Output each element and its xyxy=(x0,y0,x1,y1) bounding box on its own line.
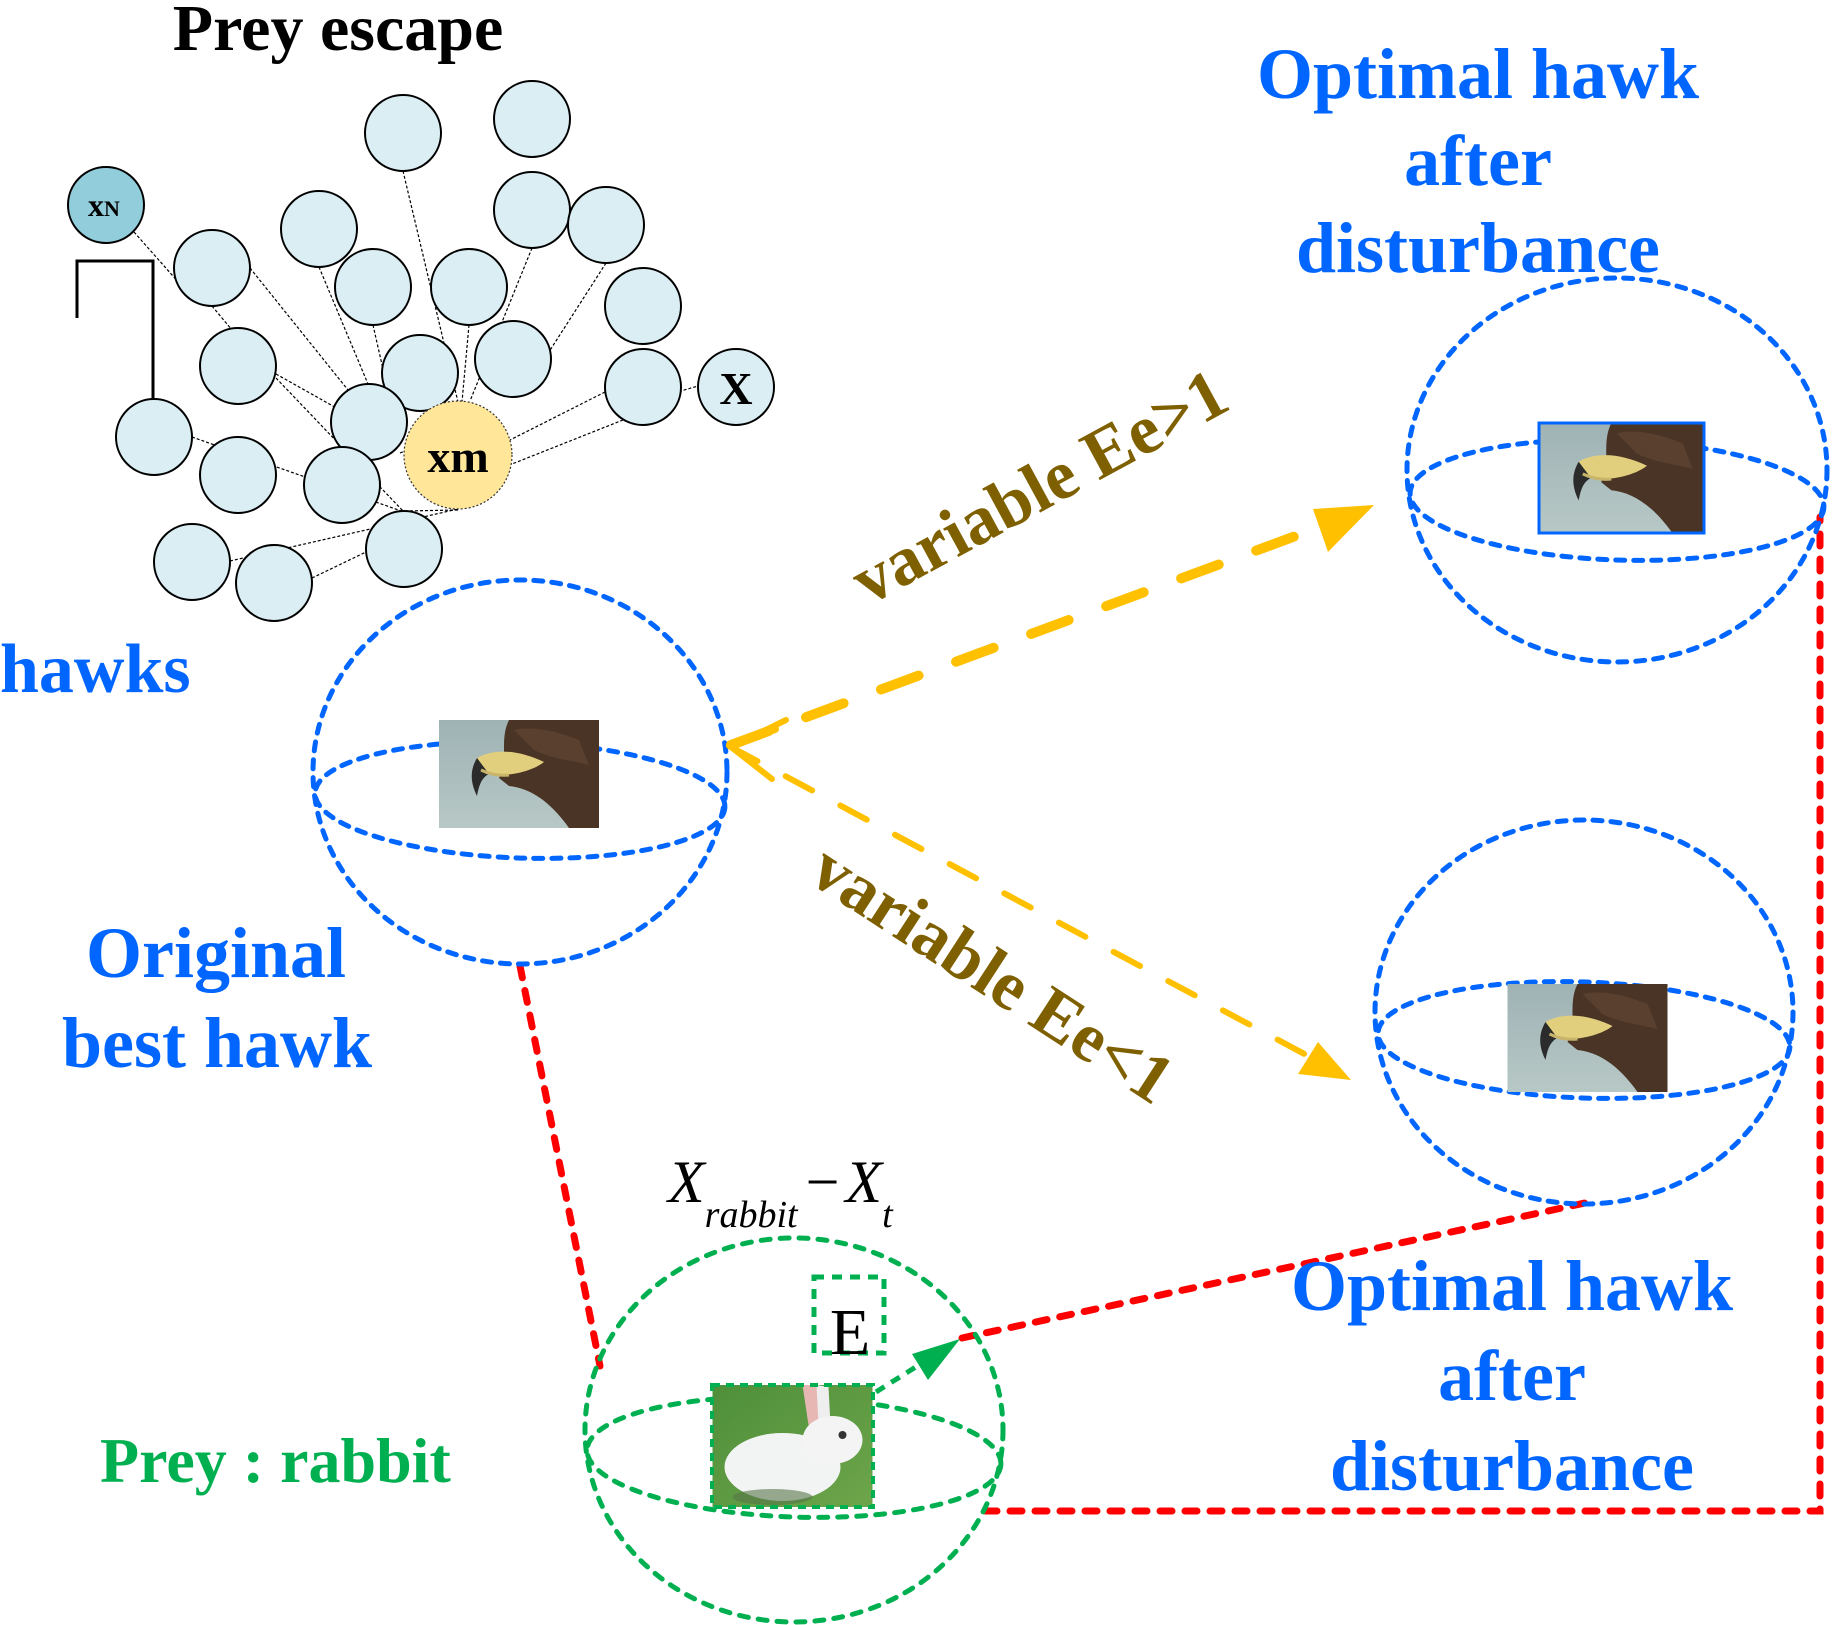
hawk-node xyxy=(365,510,443,588)
optimal-hawk-top-sphere xyxy=(1404,275,1830,665)
distance-formula: Xrabbit−Xt xyxy=(666,1149,894,1236)
bracket-connector xyxy=(75,259,155,399)
escape-arrowhead-icon xyxy=(912,1339,960,1380)
hawk-node xyxy=(567,186,645,264)
sphere-outline xyxy=(310,577,730,967)
hawk-image-frame xyxy=(1537,421,1706,535)
arrow-shaft xyxy=(728,744,1313,1060)
optimal-hawk-top-label: Optimal hawk after disturbance xyxy=(1257,34,1699,288)
label-line3: disturbance xyxy=(1330,1426,1694,1506)
energy-box xyxy=(811,1274,887,1356)
random-hawk-label: xN xyxy=(88,187,120,223)
rabbit-image xyxy=(712,1385,873,1507)
prey-label: Prey : rabbit xyxy=(100,1425,451,1496)
original-hawk-sphere xyxy=(310,577,730,967)
edge xyxy=(229,508,459,562)
rabbit-image-frame xyxy=(710,1383,875,1509)
label-line3: disturbance xyxy=(1296,208,1660,288)
edge xyxy=(311,551,367,579)
sphere-outline xyxy=(1372,817,1796,1207)
arrowhead-icon xyxy=(1298,1042,1351,1080)
edge xyxy=(211,305,233,331)
hawk-node xyxy=(280,190,358,268)
link-original-to-prey xyxy=(516,962,604,1370)
link-prey-to-optimal-bottom xyxy=(958,1199,1589,1342)
formula-subscript: t xyxy=(882,1194,894,1236)
hawk-node xyxy=(474,320,552,398)
label-line2: after xyxy=(1438,1336,1586,1416)
hawk-image xyxy=(438,720,600,828)
hawk-node xyxy=(173,229,251,307)
hawk-node xyxy=(364,94,442,172)
hawks-label: hawks xyxy=(0,631,191,708)
random-hawk-label-sub: N xyxy=(104,196,120,221)
hawk-node xyxy=(493,171,571,249)
prey-sphere: E xyxy=(582,1235,1006,1625)
edge xyxy=(372,324,391,401)
hawk-node xyxy=(430,248,508,326)
edge xyxy=(673,385,699,394)
optimal-hawk-bottom-label: Optimal hawk after disturbance xyxy=(1291,1246,1733,1506)
edge xyxy=(133,231,181,285)
edge xyxy=(461,324,470,403)
edge xyxy=(404,509,459,512)
position-x-label: X xyxy=(719,363,752,414)
formula-operator: − xyxy=(806,1149,840,1215)
hawk-image xyxy=(1507,984,1668,1092)
hawk-node xyxy=(199,436,277,514)
edge xyxy=(399,450,406,454)
arrow-high-energy xyxy=(726,505,1374,750)
link-prey-to-optimal-top xyxy=(981,513,1824,1515)
arrow-shaft xyxy=(726,522,1325,750)
hawk-node xyxy=(604,267,682,345)
mean-position-label: xm xyxy=(427,431,488,482)
swarm-nodes: xm X xN xyxy=(67,80,775,622)
hawk-node xyxy=(235,544,313,622)
sphere-equator xyxy=(1375,979,1793,1101)
sphere-outline xyxy=(582,1235,1006,1625)
edge xyxy=(511,419,624,465)
arrow-low-energy xyxy=(725,717,1351,1080)
formula-term: X xyxy=(843,1149,884,1215)
optimal-hawk-bottom-sphere xyxy=(1372,817,1796,1207)
position-x-node xyxy=(697,348,775,426)
hawk-node xyxy=(493,80,571,158)
edge xyxy=(318,266,369,385)
random-hawk-label-main: x xyxy=(88,187,104,223)
hawk-image xyxy=(1539,423,1704,533)
edge xyxy=(509,391,606,441)
hawk-node xyxy=(153,523,231,601)
label-line1: Optimal hawk xyxy=(1257,34,1699,114)
low-energy-label: variable Ee<1 xyxy=(797,829,1187,1120)
formula-term: X xyxy=(666,1149,707,1215)
edge xyxy=(249,267,349,391)
edge xyxy=(275,373,341,411)
hawk-node xyxy=(604,348,682,426)
original-hawk-label-line1: Original xyxy=(86,913,346,993)
hawk-node xyxy=(334,248,412,326)
label-line1: Optimal hawk xyxy=(1291,1246,1733,1326)
sphere-equator xyxy=(584,1394,1004,1520)
label-line2: after xyxy=(1404,121,1552,201)
mean-position-node xyxy=(403,400,513,510)
hawk-node xyxy=(381,334,459,412)
random-hawk-node xyxy=(67,166,145,244)
formula-subscript: rabbit xyxy=(705,1194,799,1236)
hawk-node xyxy=(115,398,193,476)
diagram-title: Prey escape xyxy=(173,0,503,65)
arrowhead-icon xyxy=(1313,505,1374,552)
hawk-node xyxy=(199,327,277,405)
sphere-outline xyxy=(1404,275,1830,665)
energy-symbol: E xyxy=(830,1296,870,1369)
original-hawk-label-line2: best hawk xyxy=(62,1003,372,1083)
connection-links xyxy=(516,513,1824,1515)
hawk-node xyxy=(303,446,381,524)
